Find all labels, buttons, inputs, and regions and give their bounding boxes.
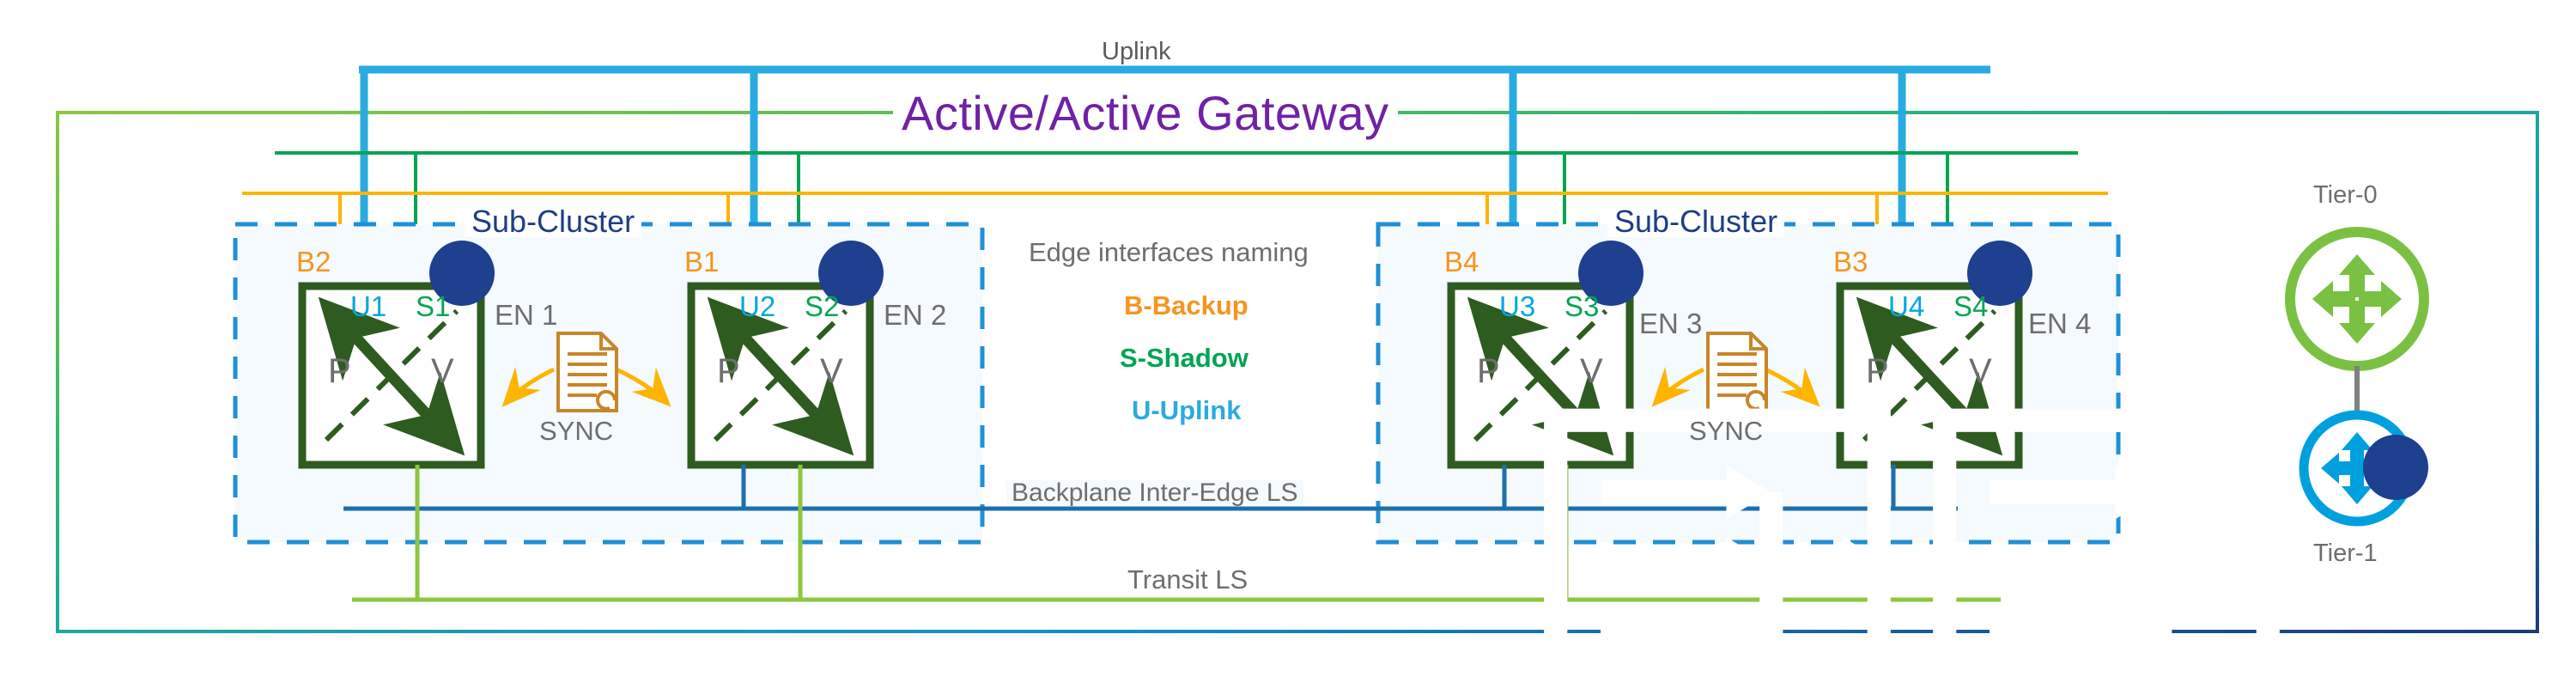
interface-label-backup: B1 xyxy=(684,246,720,277)
nat-icon: NAT xyxy=(1578,241,1643,306)
interface-label-uplink: U2 xyxy=(739,290,776,322)
nat-icon: NAT xyxy=(429,241,1891,683)
interface-label-backup: B2 xyxy=(296,246,331,277)
page-title: Active/Active Gateway xyxy=(893,89,1398,137)
backplane-bus xyxy=(343,465,1958,511)
legend-entry-backup: B-Backup xyxy=(1124,290,1249,320)
sync-label-right: SYNC xyxy=(1689,416,1764,446)
interface-label-shadow: S2 xyxy=(805,290,840,322)
nat-icon: NAT xyxy=(818,241,2280,683)
interface-label-shadow: S1 xyxy=(416,290,451,322)
interface-label-uplink: U1 xyxy=(350,290,387,322)
uplink-label: Uplink xyxy=(1102,38,1171,65)
transit-label: Transit LS xyxy=(1121,566,1255,593)
tier1-label: Tier-1 xyxy=(2313,540,2378,567)
edge-node-name: EN 4 xyxy=(2028,308,2092,339)
edge-node-name: EN 1 xyxy=(495,299,558,331)
sub-cluster-label-right: Sub-Cluster xyxy=(1607,206,1785,237)
legend-entry-uplink: U-Uplink xyxy=(1132,395,1242,425)
backplane-label: Backplane Inter-Edge LS xyxy=(1006,480,1303,506)
sync-document-icon-left xyxy=(556,332,618,412)
edge-node-name: EN 2 xyxy=(884,299,947,331)
edge-node-vip-label: V xyxy=(1580,352,1603,390)
sub-cluster-label-left: Sub-Cluster xyxy=(465,206,642,237)
nat-icon: NAT xyxy=(1967,241,2032,306)
interface-label-uplink: U3 xyxy=(1499,290,1536,322)
edge-node-vip-label: V xyxy=(1969,352,1992,390)
edge-node-primary-label: P xyxy=(1477,352,1500,390)
edge-node-primary-label: P xyxy=(1866,352,1889,390)
interface-label-uplink: U4 xyxy=(1888,290,1925,322)
nat-icon: NAT xyxy=(2363,435,2428,500)
sync-arrows-right xyxy=(1651,366,1820,407)
edge-node-primary-label: P xyxy=(717,352,740,390)
edge-node-primary-label: P xyxy=(328,352,351,390)
edge-node-vip-label: V xyxy=(431,352,454,390)
interface-label-shadow: S3 xyxy=(1564,290,1600,322)
outer-frame xyxy=(56,111,2539,633)
edge-node-vip-label: V xyxy=(820,352,843,390)
interface-label-backup: B3 xyxy=(1833,246,1868,277)
sync-arrows-left xyxy=(501,366,671,407)
uplink-bus xyxy=(359,65,1990,286)
interface-label-shadow: S4 xyxy=(1953,290,1989,322)
legend-heading: Edge interfaces naming xyxy=(1029,237,1309,267)
legend-entry-shadow: S-Shadow xyxy=(1120,343,1249,373)
edge-node-name: EN 3 xyxy=(1639,308,1703,339)
interface-label-backup: B4 xyxy=(1444,246,1479,277)
tier0-label: Tier-0 xyxy=(2313,181,2378,209)
sync-label-left: SYNC xyxy=(539,416,614,446)
sync-document-icon-right xyxy=(1706,332,1768,412)
